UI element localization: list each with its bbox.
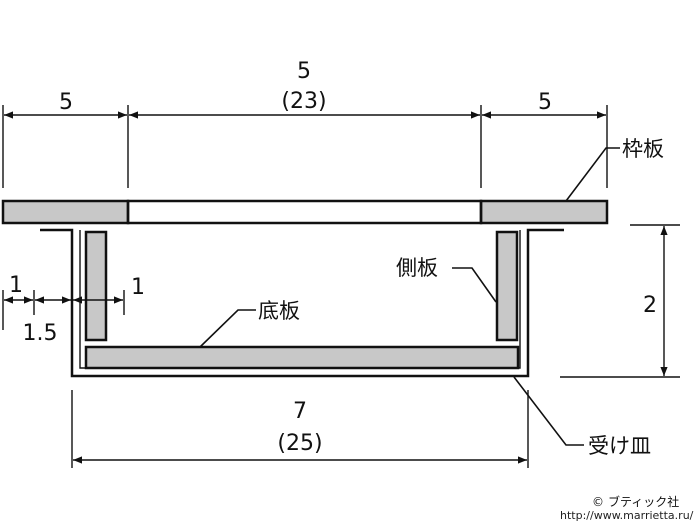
bottom-board	[84, 345, 520, 370]
tray-outline	[40, 228, 564, 378]
dim-bottom-width: 7	[293, 399, 307, 424]
leader-tray	[513, 376, 584, 446]
leader-frame-board	[565, 147, 620, 202]
frame-opening	[126, 199, 483, 225]
frame-board-right	[479, 199, 609, 225]
dim-left-top: 5	[59, 90, 73, 115]
leader-bottom-board	[199, 309, 256, 348]
dim-center-top: 5	[297, 59, 311, 84]
copyright: ブティック社	[608, 494, 679, 509]
label-tray: 受け皿	[588, 434, 651, 458]
label-frame-board: 枠板	[622, 137, 664, 161]
dim-center-top-alt: (23)	[281, 89, 326, 114]
frame-board-left	[1, 199, 130, 225]
dim-bottom-width-alt: (25)	[277, 431, 322, 456]
dim-height: 2	[643, 293, 657, 318]
wall-dimension-lines	[2, 290, 125, 330]
copyright-symbol: ©	[592, 495, 604, 509]
dim-wall-gap-1: 1	[9, 273, 23, 298]
source-url: http://www.marrietta.ru/	[560, 509, 694, 522]
side-board-left	[84, 230, 108, 342]
dim-wall-gap-15: 1.5	[23, 321, 58, 346]
label-side-board: 側板	[396, 256, 438, 280]
label-bottom-board: 底板	[258, 299, 300, 323]
leader-side-board	[452, 267, 497, 303]
side-board-right	[495, 230, 519, 342]
dim-right-top: 5	[538, 90, 552, 115]
dim-wall-thickness: 1	[131, 275, 145, 300]
top-extension-lines	[2, 105, 608, 188]
